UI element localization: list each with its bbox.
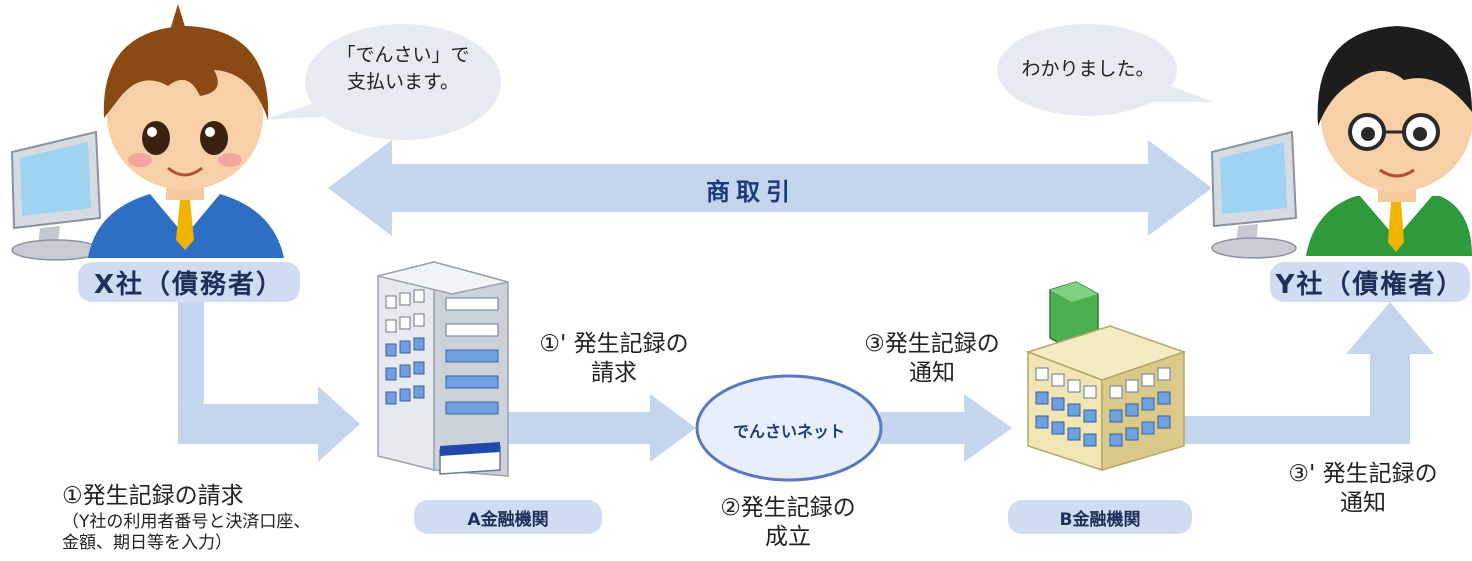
step-established-line-1: ②発生記録の bbox=[720, 495, 856, 521]
bank-b-label: B金融機関 bbox=[1008, 500, 1192, 534]
bank-b-building-icon bbox=[1025, 281, 1187, 472]
flow-arrow-bank-a-to-net bbox=[508, 394, 696, 462]
right-monitor-icon bbox=[1210, 130, 1298, 259]
step-notify-line-1: ③発生記録の bbox=[864, 331, 1000, 357]
flow-arrow-x-to-bank-a bbox=[178, 300, 360, 462]
note-detail: （Y社の利用者番号と決済口座、 金額、期日等を入力） bbox=[62, 512, 310, 554]
trade-label: 商取引 bbox=[706, 178, 796, 206]
note-detail-line-2: 金額、期日等を入力） bbox=[62, 533, 232, 553]
step-notify-prime-line-2: 通知 bbox=[1340, 490, 1386, 516]
bank-a-building-icon bbox=[377, 261, 509, 477]
left-speech-line-1: 「でんさい」で bbox=[336, 44, 470, 66]
step-notify-prime-line-1: ③' 発生記録の bbox=[1288, 461, 1438, 487]
step-request-prime-label: ①' 発生記録の 請求 bbox=[504, 330, 724, 388]
step-notify-label: ③発生記録の 通知 bbox=[822, 330, 1042, 388]
left-speech-bubble bbox=[262, 24, 501, 140]
step-request-prime-line-2: 請求 bbox=[591, 360, 637, 386]
flow-arrow-bank-b-to-y bbox=[1180, 302, 1434, 444]
right-speech-line-1: わかりました。 bbox=[1021, 58, 1155, 80]
right-speech-text: わかりました。 bbox=[1008, 56, 1168, 83]
left-speech-line-2: 支払います。 bbox=[346, 71, 460, 93]
flow-arrow-net-to-bank-b bbox=[880, 394, 1012, 462]
bank-a-label: A金融機関 bbox=[414, 500, 602, 534]
step-request-prime-line-1: ①' 発生記録の bbox=[539, 331, 689, 357]
densai-net-ellipse bbox=[695, 374, 883, 482]
trade-double-arrow bbox=[328, 140, 1212, 236]
debtor-person-illustration bbox=[88, 4, 284, 258]
left-speech-text: 「でんさい」で 支払います。 bbox=[322, 42, 484, 96]
step-established-label: ②発生記録の 成立 bbox=[678, 494, 898, 552]
densai-net-label: でんさいネット bbox=[732, 422, 845, 441]
left-monitor-icon bbox=[10, 130, 102, 261]
step-established-line-2: 成立 bbox=[765, 524, 811, 550]
right-speech-bubble bbox=[997, 24, 1214, 116]
creditor-person-illustration bbox=[1306, 26, 1472, 256]
debtor-name-label: X社（債務者） bbox=[78, 262, 300, 302]
creditor-name-label: Y社（債権者） bbox=[1270, 262, 1470, 302]
step-notify-prime-label: ③' 発生記録の 通知 bbox=[1254, 460, 1472, 518]
note-detail-line-1: （Y社の利用者番号と決済口座、 bbox=[62, 512, 311, 532]
note-title: ①発生記録の請求 bbox=[62, 483, 244, 509]
step-notify-line-2: 通知 bbox=[909, 360, 955, 386]
